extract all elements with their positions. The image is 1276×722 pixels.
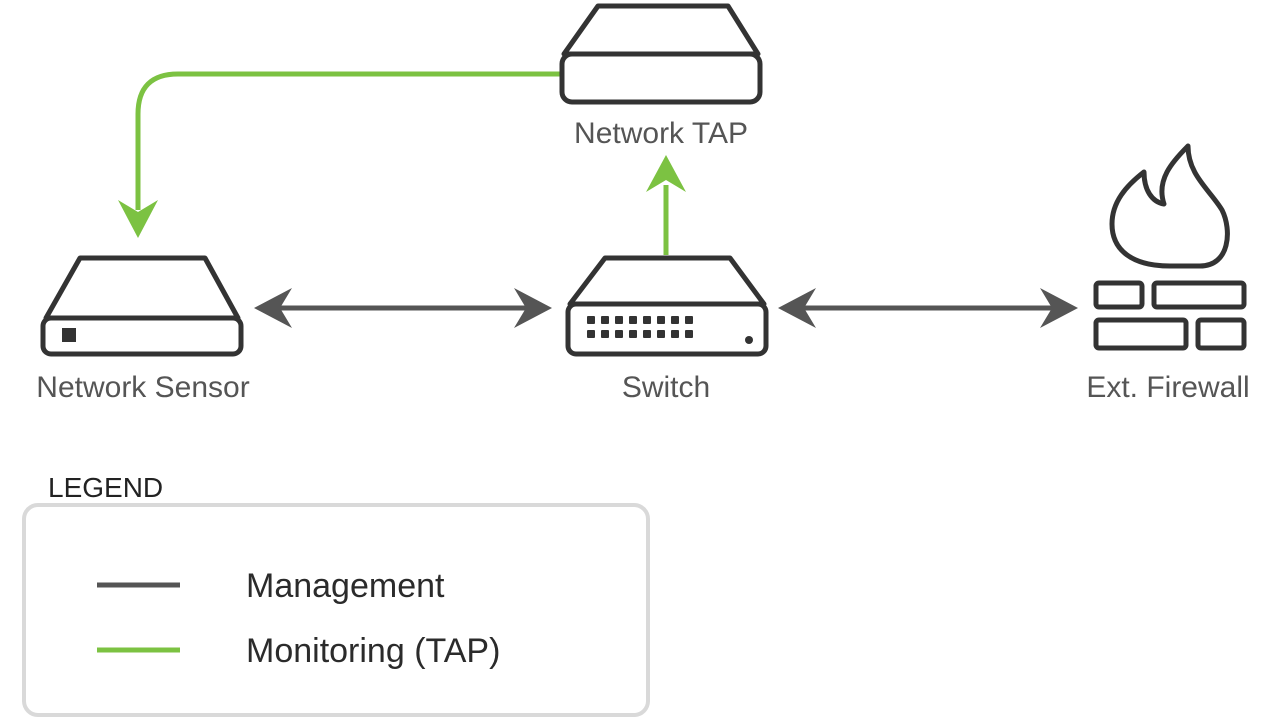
arrowhead-down-icon bbox=[118, 200, 158, 238]
arrowhead-left-icon bbox=[254, 288, 292, 328]
arrowhead-right-icon bbox=[514, 288, 552, 328]
legend-title: LEGEND bbox=[48, 472, 163, 503]
switch-port bbox=[671, 316, 679, 324]
legend-box bbox=[22, 503, 650, 717]
switch-port bbox=[685, 330, 693, 338]
switch-port bbox=[657, 330, 665, 338]
switch-port bbox=[587, 316, 595, 324]
sensor-appliance-icon bbox=[40, 255, 244, 357]
legend: LEGEND Management Monitoring (TAP) bbox=[22, 472, 650, 717]
switch-port bbox=[587, 330, 595, 338]
device-box-icon bbox=[559, 3, 763, 105]
switch-port bbox=[671, 330, 679, 338]
monitoring-link-tap-to-sensor bbox=[118, 71, 560, 238]
management-link-sensor-switch bbox=[254, 288, 552, 328]
switch-ports-icon bbox=[587, 316, 693, 338]
brick-wall-icon bbox=[1093, 280, 1247, 351]
switch-port bbox=[643, 330, 651, 338]
network-sensor-label: Network Sensor bbox=[36, 371, 249, 404]
switch-port bbox=[643, 316, 651, 324]
ext-firewall-label: Ext. Firewall bbox=[1086, 371, 1249, 404]
switch-port bbox=[657, 316, 665, 324]
switch-port bbox=[629, 330, 637, 338]
management-link-switch-firewall bbox=[778, 288, 1078, 328]
switch-port bbox=[601, 330, 609, 338]
ext-firewall-node: Ext. Firewall bbox=[1086, 143, 1250, 404]
switch-port bbox=[601, 316, 609, 324]
status-led-icon bbox=[62, 328, 76, 342]
network-sensor-node: Network Sensor bbox=[36, 255, 250, 404]
switch-node: Switch bbox=[565, 255, 769, 404]
network-switch-icon bbox=[565, 255, 769, 357]
network-tap-label: Network TAP bbox=[574, 117, 748, 150]
switch-port bbox=[615, 330, 623, 338]
monitoring-link-switch-to-tap bbox=[646, 155, 686, 255]
arrowhead-up-icon bbox=[646, 155, 686, 192]
legend-item-monitoring: Monitoring (TAP) bbox=[246, 632, 500, 670]
network-tap-node: Network TAP bbox=[559, 3, 763, 150]
switch-port bbox=[629, 316, 637, 324]
switch-port bbox=[615, 316, 623, 324]
switch-port bbox=[685, 316, 693, 324]
power-led-icon bbox=[745, 336, 753, 344]
flame-icon bbox=[1109, 143, 1230, 269]
firewall-icon bbox=[1093, 143, 1247, 351]
switch-label: Switch bbox=[622, 371, 710, 404]
legend-item-management: Management bbox=[246, 567, 445, 605]
arrowhead-right-icon bbox=[1040, 288, 1078, 328]
arrowhead-left-icon bbox=[778, 288, 816, 328]
